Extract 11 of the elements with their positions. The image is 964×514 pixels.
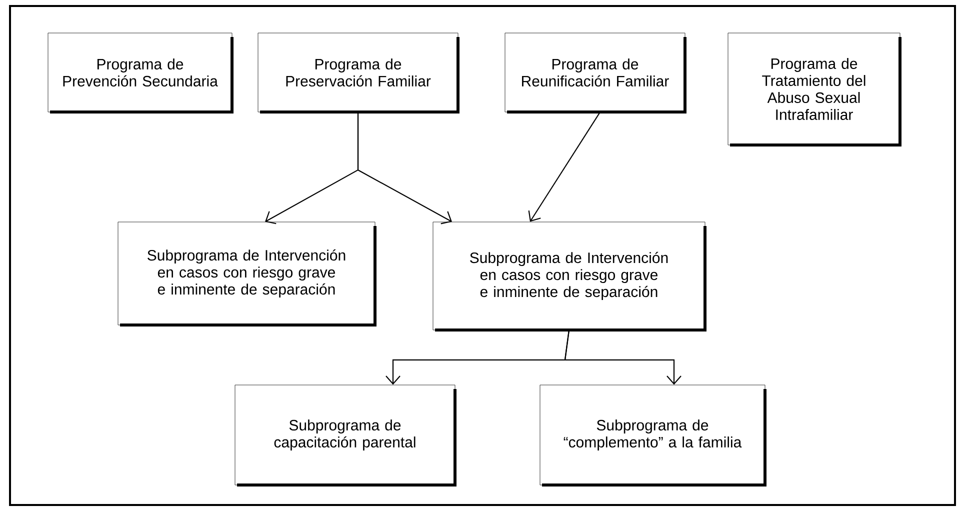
- program-box: Programa de Preservación Familiar: [258, 32, 460, 114]
- arrow: [528, 112, 600, 222]
- program-box: Subprograma de Intervención en casos con riesgo grave e inminente de separación: [432, 222, 706, 332]
- program-box: Subprograma de capacitación parental: [234, 384, 456, 486]
- arrow: [564, 330, 682, 385]
- program-box: Programa de Reunificación Familiar: [504, 32, 686, 114]
- program-box: Programa de Tratamiento del Abuso Sexual Intrafamiliar: [728, 32, 902, 146]
- program-box: Programa de Prevención Secundaria: [48, 32, 234, 114]
- program-box: Subprograma de “complemento” a la familia: [540, 384, 766, 486]
- arrow: [357, 112, 452, 224]
- program-box: Subprograma de Intervención en casos con riesgo grave e inminente de separación: [118, 222, 376, 326]
